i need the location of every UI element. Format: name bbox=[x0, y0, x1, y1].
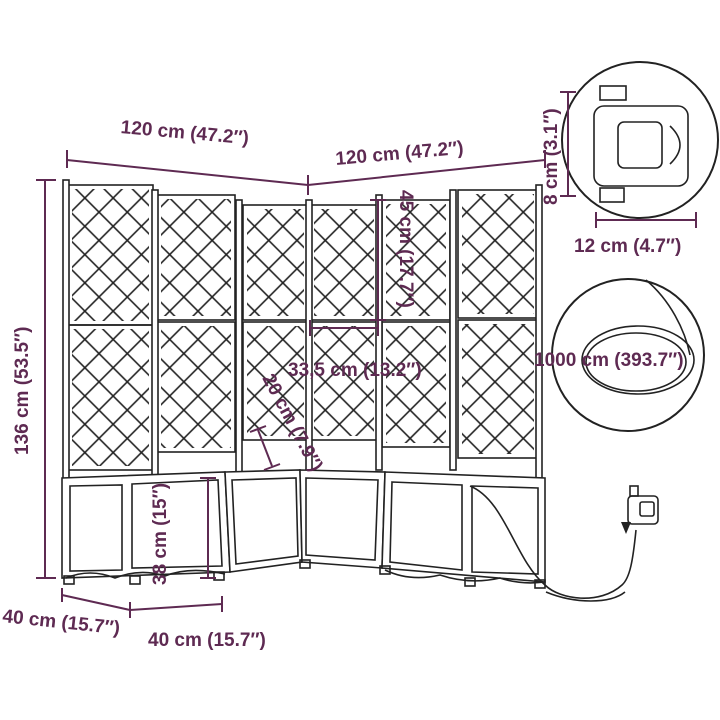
label-timer-height: 8 cm (3.1″) bbox=[541, 108, 562, 205]
label-box-depth: 40 cm (15.7″) bbox=[1, 606, 120, 639]
label-timer-width: 12 cm (4.7″) bbox=[574, 236, 681, 257]
trellis-lattice bbox=[72, 189, 534, 466]
label-width-left: 120 cm (47.2″) bbox=[120, 117, 250, 149]
arrow-down-icon bbox=[621, 522, 631, 534]
label-planter-height: 38 cm (15″) bbox=[150, 483, 171, 585]
timer-detail-inset bbox=[561, 61, 719, 219]
hose-detail-inset bbox=[551, 278, 705, 432]
planter-box-corner-right bbox=[299, 469, 386, 569]
label-panel-width: 33,5 cm (13.2″) bbox=[288, 360, 422, 381]
planter-box-left bbox=[61, 471, 231, 579]
label-total-height: 136 cm (53.5″) bbox=[12, 327, 33, 455]
label-hose-length: 1000 cm (393.7″) bbox=[534, 350, 684, 371]
label-trellis-height: 45 cm (17.7″) bbox=[395, 190, 416, 308]
irrigation-hose bbox=[469, 485, 637, 599]
label-width-right: 120 cm (47.2″) bbox=[335, 138, 465, 170]
label-box-width: 40 cm (15.7″) bbox=[148, 630, 266, 651]
water-timer-icon bbox=[627, 485, 659, 525]
planter-boxes bbox=[61, 469, 546, 589]
planter-box-right bbox=[381, 471, 546, 583]
dimension-lines bbox=[36, 91, 697, 618]
